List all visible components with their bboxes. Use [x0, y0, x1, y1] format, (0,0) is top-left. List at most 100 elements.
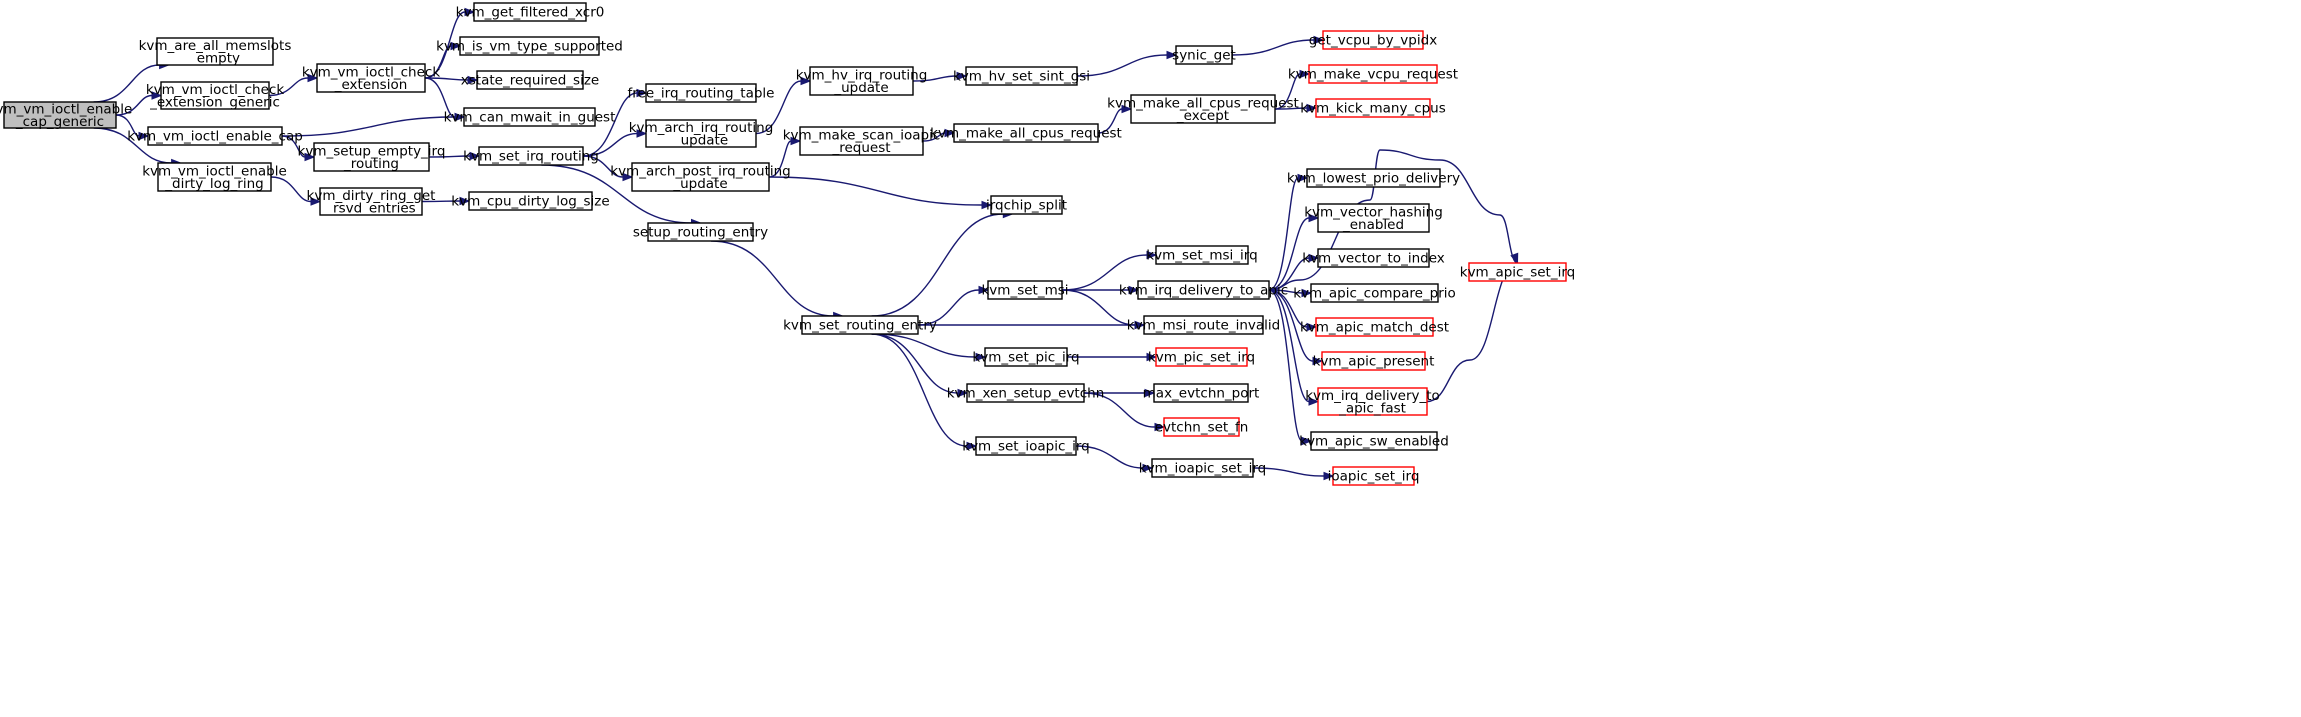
node-vector-to-index[interactable]: kvm_vector_to_index [1302, 248, 1445, 268]
node-evtchn-set-fn[interactable]: evtchn_set_fn [1155, 417, 1249, 437]
node-set-ioapic-irq[interactable]: kvm_set_ioapic_irq [962, 436, 1090, 456]
node-lowest-prio[interactable]: kvm_lowest_prio_delivery [1287, 168, 1460, 188]
node-label: kvm_make_vcpu_request [1288, 67, 1458, 83]
node-arch-post-irq[interactable]: kvm_arch_post_irq_routing_update [610, 162, 791, 192]
node-label: kvm_set_pic_irq [972, 350, 1079, 366]
node-xstate-required[interactable]: xstate_required_size [461, 70, 599, 90]
node-setup-empty[interactable]: kvm_setup_empty_irq_routing [298, 142, 446, 172]
node-box [1317, 387, 1428, 416]
node-box [645, 119, 757, 148]
node-box [984, 347, 1068, 367]
edge-irq_delivery-to-apic_sw_enabled [1268, 289, 1313, 446]
node-box [313, 142, 430, 172]
node-enable-cap[interactable]: kvm_vm_ioctl_enable_cap [127, 126, 303, 146]
edge-line [1083, 392, 1156, 428]
node-apic-present[interactable]: kvm_apic_present [1313, 351, 1435, 371]
node-set-routing-entry[interactable]: kvm_set_routing_entry [783, 315, 937, 335]
node-ioapic-set-irq-kvm[interactable]: kvm_ioapic_set_irq [1139, 458, 1267, 478]
node-free-irq-routing[interactable]: free_irq_routing_table [628, 83, 775, 103]
node-get-vcpu-by-vpidx[interactable]: get_vcpu_by_vpidx [1309, 30, 1437, 50]
node-irqchip-split[interactable]: irqchip_split [986, 195, 1067, 215]
node-arch-irq-routing[interactable]: kvm_arch_irq_routing_update [629, 119, 774, 149]
node-get-filtered-xcr0[interactable]: kvm_get_filtered_xcr0 [456, 2, 605, 22]
node-box [990, 195, 1063, 215]
node-compare-prio[interactable]: kvm_apic_compare_prio [1293, 283, 1456, 303]
node-box [1317, 203, 1430, 233]
edge-line [1268, 177, 1299, 291]
edge-arrowhead [1297, 173, 1309, 183]
node-apic-sw-enabled[interactable]: kvm_apic_sw_enabled [1299, 431, 1449, 451]
node-msi-route-invalid[interactable]: kvm_msi_route_invalid [1127, 315, 1280, 335]
node-box [809, 66, 914, 96]
node-kick-many-cpus[interactable]: kvm_kick_many_cpus [1300, 98, 1446, 118]
edge-check_ext-to-is_vm_type [424, 41, 462, 79]
edge-irq_delivery-to-lowest_prio [1268, 173, 1309, 291]
edge-arrowhead [966, 441, 978, 451]
edge-arrowhead [981, 200, 993, 210]
node-enable-dirty-log[interactable]: kvm_vm_ioctl_enable_dirty_log_ring [142, 162, 287, 192]
node-dirty-ring-get[interactable]: kvm_dirty_ring_get_rsvd_entries [307, 187, 436, 217]
edge-irq_delivery-to-irq_delivery_fast [1268, 289, 1320, 406]
node-make-all-cpus[interactable]: kvm_make_all_cpus_request [930, 123, 1122, 143]
node-make-all-cpus-except[interactable]: kvm_make_all_cpus_request_except [1107, 94, 1299, 124]
node-can-mwait[interactable]: kvm_can_mwait_in_guest [444, 107, 616, 127]
edge-line [582, 92, 638, 157]
node-set-msi[interactable]: kvm_set_msi [981, 280, 1069, 300]
node-set-pic-irq[interactable]: kvm_set_pic_irq [972, 347, 1080, 367]
edge-line [871, 213, 1004, 317]
node-label: kvm_dirty_ring_get [307, 188, 436, 204]
edge-line [768, 176, 983, 206]
node-check-ext[interactable]: kvm_vm_ioctl_check_extension [302, 63, 441, 93]
node-check-ext-generic[interactable]: kvm_vm_ioctl_check_extension_generic [146, 81, 285, 111]
edges-layer [93, 7, 1519, 481]
node-label: kvm_xen_setup_evtchn [947, 386, 1105, 402]
node-box [1310, 431, 1438, 451]
node-label: kvm_make_all_cpus_request [1107, 95, 1299, 111]
node-set-msi-irq[interactable]: kvm_set_msi_irq [1146, 245, 1258, 265]
node-cpu-dirty-log[interactable]: kvm_cpu_dirty_log_size [451, 191, 610, 211]
node-box [966, 383, 1085, 403]
node-ioapic-set-irq[interactable]: ioapic_set_irq [1328, 466, 1420, 486]
node-irq-delivery[interactable]: kvm_irq_delivery_to_apic [1119, 280, 1288, 300]
node-apic-set-irq[interactable]: kvm_apic_set_irq [1460, 262, 1576, 282]
node-label: _update [673, 132, 728, 148]
edge-line [421, 200, 461, 203]
node-are-all-memslots[interactable]: kvm_are_all_memslots_empty [139, 37, 292, 67]
node-hv-set-sint-gsi[interactable]: kvm_hv_set_sint_gsi [953, 66, 1090, 86]
edge-arrowhead [1146, 250, 1158, 260]
node-set-irq-routing[interactable]: kvm_set_irq_routing [463, 146, 599, 166]
node-label: _extension_generic [149, 94, 280, 110]
edge-arrowhead [469, 151, 481, 161]
edge-setup_empty-to-set_irq_routing [428, 151, 481, 161]
edge-setup_routing_entry-to-set_routing_entry [710, 240, 844, 321]
node-setup-routing-entry[interactable]: setup_routing_entry [633, 222, 768, 242]
node-pic-set-irq[interactable]: kvm_pic_set_irq [1148, 347, 1255, 367]
node-label: kvm_make_scan_ioapic [783, 127, 941, 143]
node-xen-setup-evtchn[interactable]: kvm_xen_setup_evtchn [947, 383, 1105, 403]
node-box [1332, 466, 1415, 486]
edge-arch_irq_routing-to-hv_irq_routing [755, 76, 812, 135]
node-is-vm-type[interactable]: kvm_is_vm_type_supported [436, 36, 623, 56]
node-label: kvm_arch_irq_routing [629, 120, 774, 136]
node-vector-hashing[interactable]: kvm_vector_hashing_enabled [1304, 203, 1443, 233]
node-make-vcpu-request[interactable]: kvm_make_vcpu_request [1288, 64, 1458, 84]
node-hv-irq-routing[interactable]: kvm_hv_irq_routing_update [796, 66, 928, 96]
node-make-scan-ioapic[interactable]: kvm_make_scan_ioapic_request [783, 126, 941, 156]
edge-line [1097, 108, 1123, 134]
node-max-evtchn[interactable]: max_evtchn_port [1143, 383, 1260, 403]
edge-line [1231, 39, 1315, 56]
edge-ioapic_set_irq_kvm-to-ioapic_set_irq [1252, 467, 1335, 481]
edge-line [270, 176, 312, 203]
edge-check_ext-to-xstate_required [424, 75, 479, 85]
edge-dirty_ring_get-to-cpu_dirty_log [421, 196, 471, 206]
edge-arrowhead [304, 152, 316, 162]
edge-arrowhead [1306, 322, 1318, 332]
node-box [953, 123, 1099, 143]
node-match-dest[interactable]: kvm_apic_match_dest [1300, 317, 1449, 337]
node-irq-delivery-fast[interactable]: kvm_irq_delivery_to_apic_fast [1305, 387, 1440, 417]
node-box [156, 37, 274, 66]
node-box [1308, 64, 1438, 84]
node-label: evtchn_set_fn [1155, 420, 1249, 436]
node-synic-get[interactable]: synic_get [1172, 45, 1236, 65]
edge-set_irq_routing-to-arch_irq_routing [582, 129, 648, 157]
